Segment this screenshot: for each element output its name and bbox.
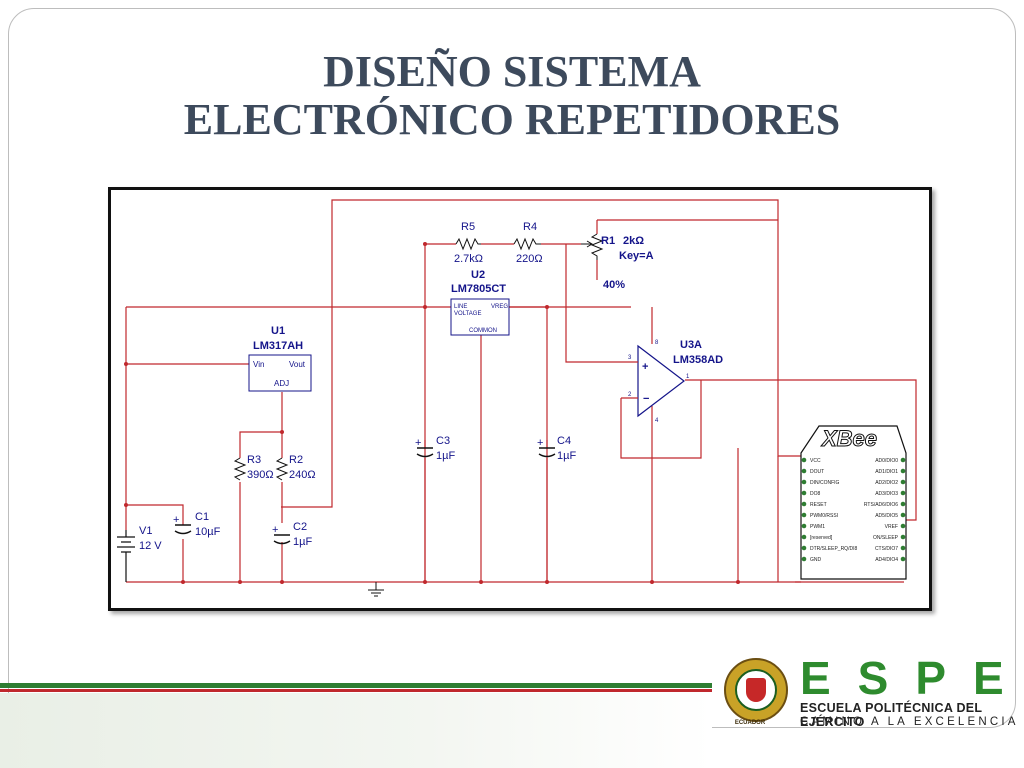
r1-value: 2kΩ [623,235,644,247]
xbee-pin-left-5: RESET [810,502,827,508]
seal-caption: ECUADOR [734,720,766,726]
v1-value: 12 V [139,540,162,552]
xbee-pin-dots [801,457,906,562]
u1-pin-vout: Vout [289,360,306,369]
r1-percent: 40% [603,279,625,291]
u2-pin-vreg: VREG [491,304,508,310]
xbee-pin-left-10: GND [810,557,822,563]
xbee-logo: XBee [820,426,877,451]
capacitor-c3: + C3 1µF [415,435,455,462]
footer-stripes [0,683,720,768]
capacitor-c2: + C2 1µF [272,521,312,548]
ground-symbol [368,582,384,597]
xbee-pin-left-1: VCC [810,458,821,464]
xbee-pin-left-4: DO8 [810,491,821,497]
xbee-pin-left-2: DOUT [810,469,824,475]
capacitor-c4: + C4 1µF [537,435,576,462]
c1-value: 10µF [195,526,221,538]
xbee-pin-left-9: DTR/SLEEP_RQ/DI8 [810,546,857,552]
resistor-r3: R3 390Ω [233,454,274,481]
slide-title-line-1: DISEÑO SISTEMA [323,47,701,96]
schematic-drawing: U1 LM317AH Vin Vout ADJ U2 LM7805CT LINE… [117,199,917,597]
r1-ref: R1 [601,235,615,247]
regulator-u1: U1 LM317AH Vin Vout ADJ [248,325,312,392]
xbee-pin-right-10: AD4/DIO4 [875,557,898,563]
u2-pin-voltage: VOLTAGE [454,311,481,317]
u2-pin-common: COMMON [469,328,497,334]
u3a-pin3: 3 [628,355,632,361]
r5-value: 2.7kΩ [454,253,483,265]
opamp-plus-input: + [642,361,648,373]
opamp-u3a: + − 3 2 8 4 1 U3A LM358AD [621,339,723,424]
u3a-pin2: 2 [628,392,632,398]
r3-value: 390Ω [247,469,274,481]
xbee-pin-left-6: PWM0/RSSI [810,513,838,519]
u1-pin-vin: Vin [253,360,264,369]
xbee-pin-right-4: AD3/DIO3 [875,491,898,497]
r5-ref: R5 [461,221,475,233]
junction-dots [124,242,740,584]
resistor-r5: R5 2.7kΩ [454,221,483,265]
c3-value: 1µF [436,450,455,462]
c2-ref: C2 [293,521,307,533]
c3-ref: C3 [436,435,450,447]
c4-plus: + [537,437,543,449]
r4-ref: R4 [523,221,537,233]
voltage-source-v1: V1 12 V [117,525,162,582]
resistor-r2: R2 240Ω [275,454,316,481]
resistor-r4: R4 220Ω [513,221,543,265]
u2-ref: U2 [471,269,485,281]
xbee-pin-right-8: ON/SLEEP [873,535,899,541]
institution-name: ESCUELA POLITÉCNICA DEL EJÉRCITO [800,701,983,729]
u3a-part: LM358AD [673,354,723,366]
xbee-pin-right-1: AD0/DIO0 [875,458,898,464]
circuit-schematic: U1 LM317AH Vin Vout ADJ U2 LM7805CT LINE… [108,187,932,611]
c2-plus: + [272,524,278,536]
xbee-pin-left-3: DIN/CONFIG [810,480,840,486]
c3-plus: + [415,437,421,449]
xbee-pin-left-8: [reserved] [810,535,833,541]
u2-pin-line: LINE [454,304,467,310]
u3a-pin1: 1 [686,374,690,380]
svg-text:−: − [643,393,649,405]
xbee-pin-right-7: VREF [885,524,898,530]
espe-logo: ECUADOR ESPE ESCUELA POLITÉCNICA DEL EJÉ… [718,652,1024,744]
c2-value: 1µF [293,536,312,548]
u2-part: LM7805CT [451,283,506,295]
u1-pin-adj: ADJ [274,379,289,388]
slide-title-line-2: ELECTRÓNICO REPETIDORES [183,95,841,144]
xbee-pin-left-7: PWM1 [810,524,825,530]
c1-ref: C1 [195,511,209,523]
capacitor-c1: + C1 10µF [173,511,221,538]
xbee-pin-right-2: AD1/DIO1 [875,469,898,475]
espe-letters: ESPE [800,652,1024,704]
r3-ref: R3 [247,454,261,466]
wires [125,199,917,583]
c1-plus: + [173,514,179,526]
u3a-ref: U3A [680,339,702,351]
xbee-module: XBee VCC DOUT DIN/CONFIG DO8 RESET PWM0/… [800,425,907,580]
xbee-pin-right-6: AD5/DIO5 [875,513,898,519]
potentiometer-r1: R1 2kΩ Key=A 40% [581,233,654,291]
institution-motto: CAMINO A LA EXCELENCIA [800,716,1019,728]
u3a-pin8: 8 [655,340,659,346]
u1-part: LM317AH [253,340,303,352]
u1-ref: U1 [271,325,285,337]
r1-key: Key=A [619,250,654,262]
regulator-u2: U2 LM7805CT LINE VOLTAGE VREG COMMON [450,269,510,336]
c4-ref: C4 [557,435,571,447]
xbee-pin-right-9: CTS/DIO7 [875,546,898,552]
u3a-pin4: 4 [655,418,659,424]
v1-ref: V1 [139,525,152,537]
institution-seal-icon [724,658,788,722]
xbee-pin-right-3: AD2/DIO2 [875,480,898,486]
xbee-pin-right-5: RTS/AD6/DIO6 [864,502,898,508]
c4-value: 1µF [557,450,576,462]
r2-value: 240Ω [289,469,316,481]
r2-ref: R2 [289,454,303,466]
r4-value: 220Ω [516,253,543,265]
